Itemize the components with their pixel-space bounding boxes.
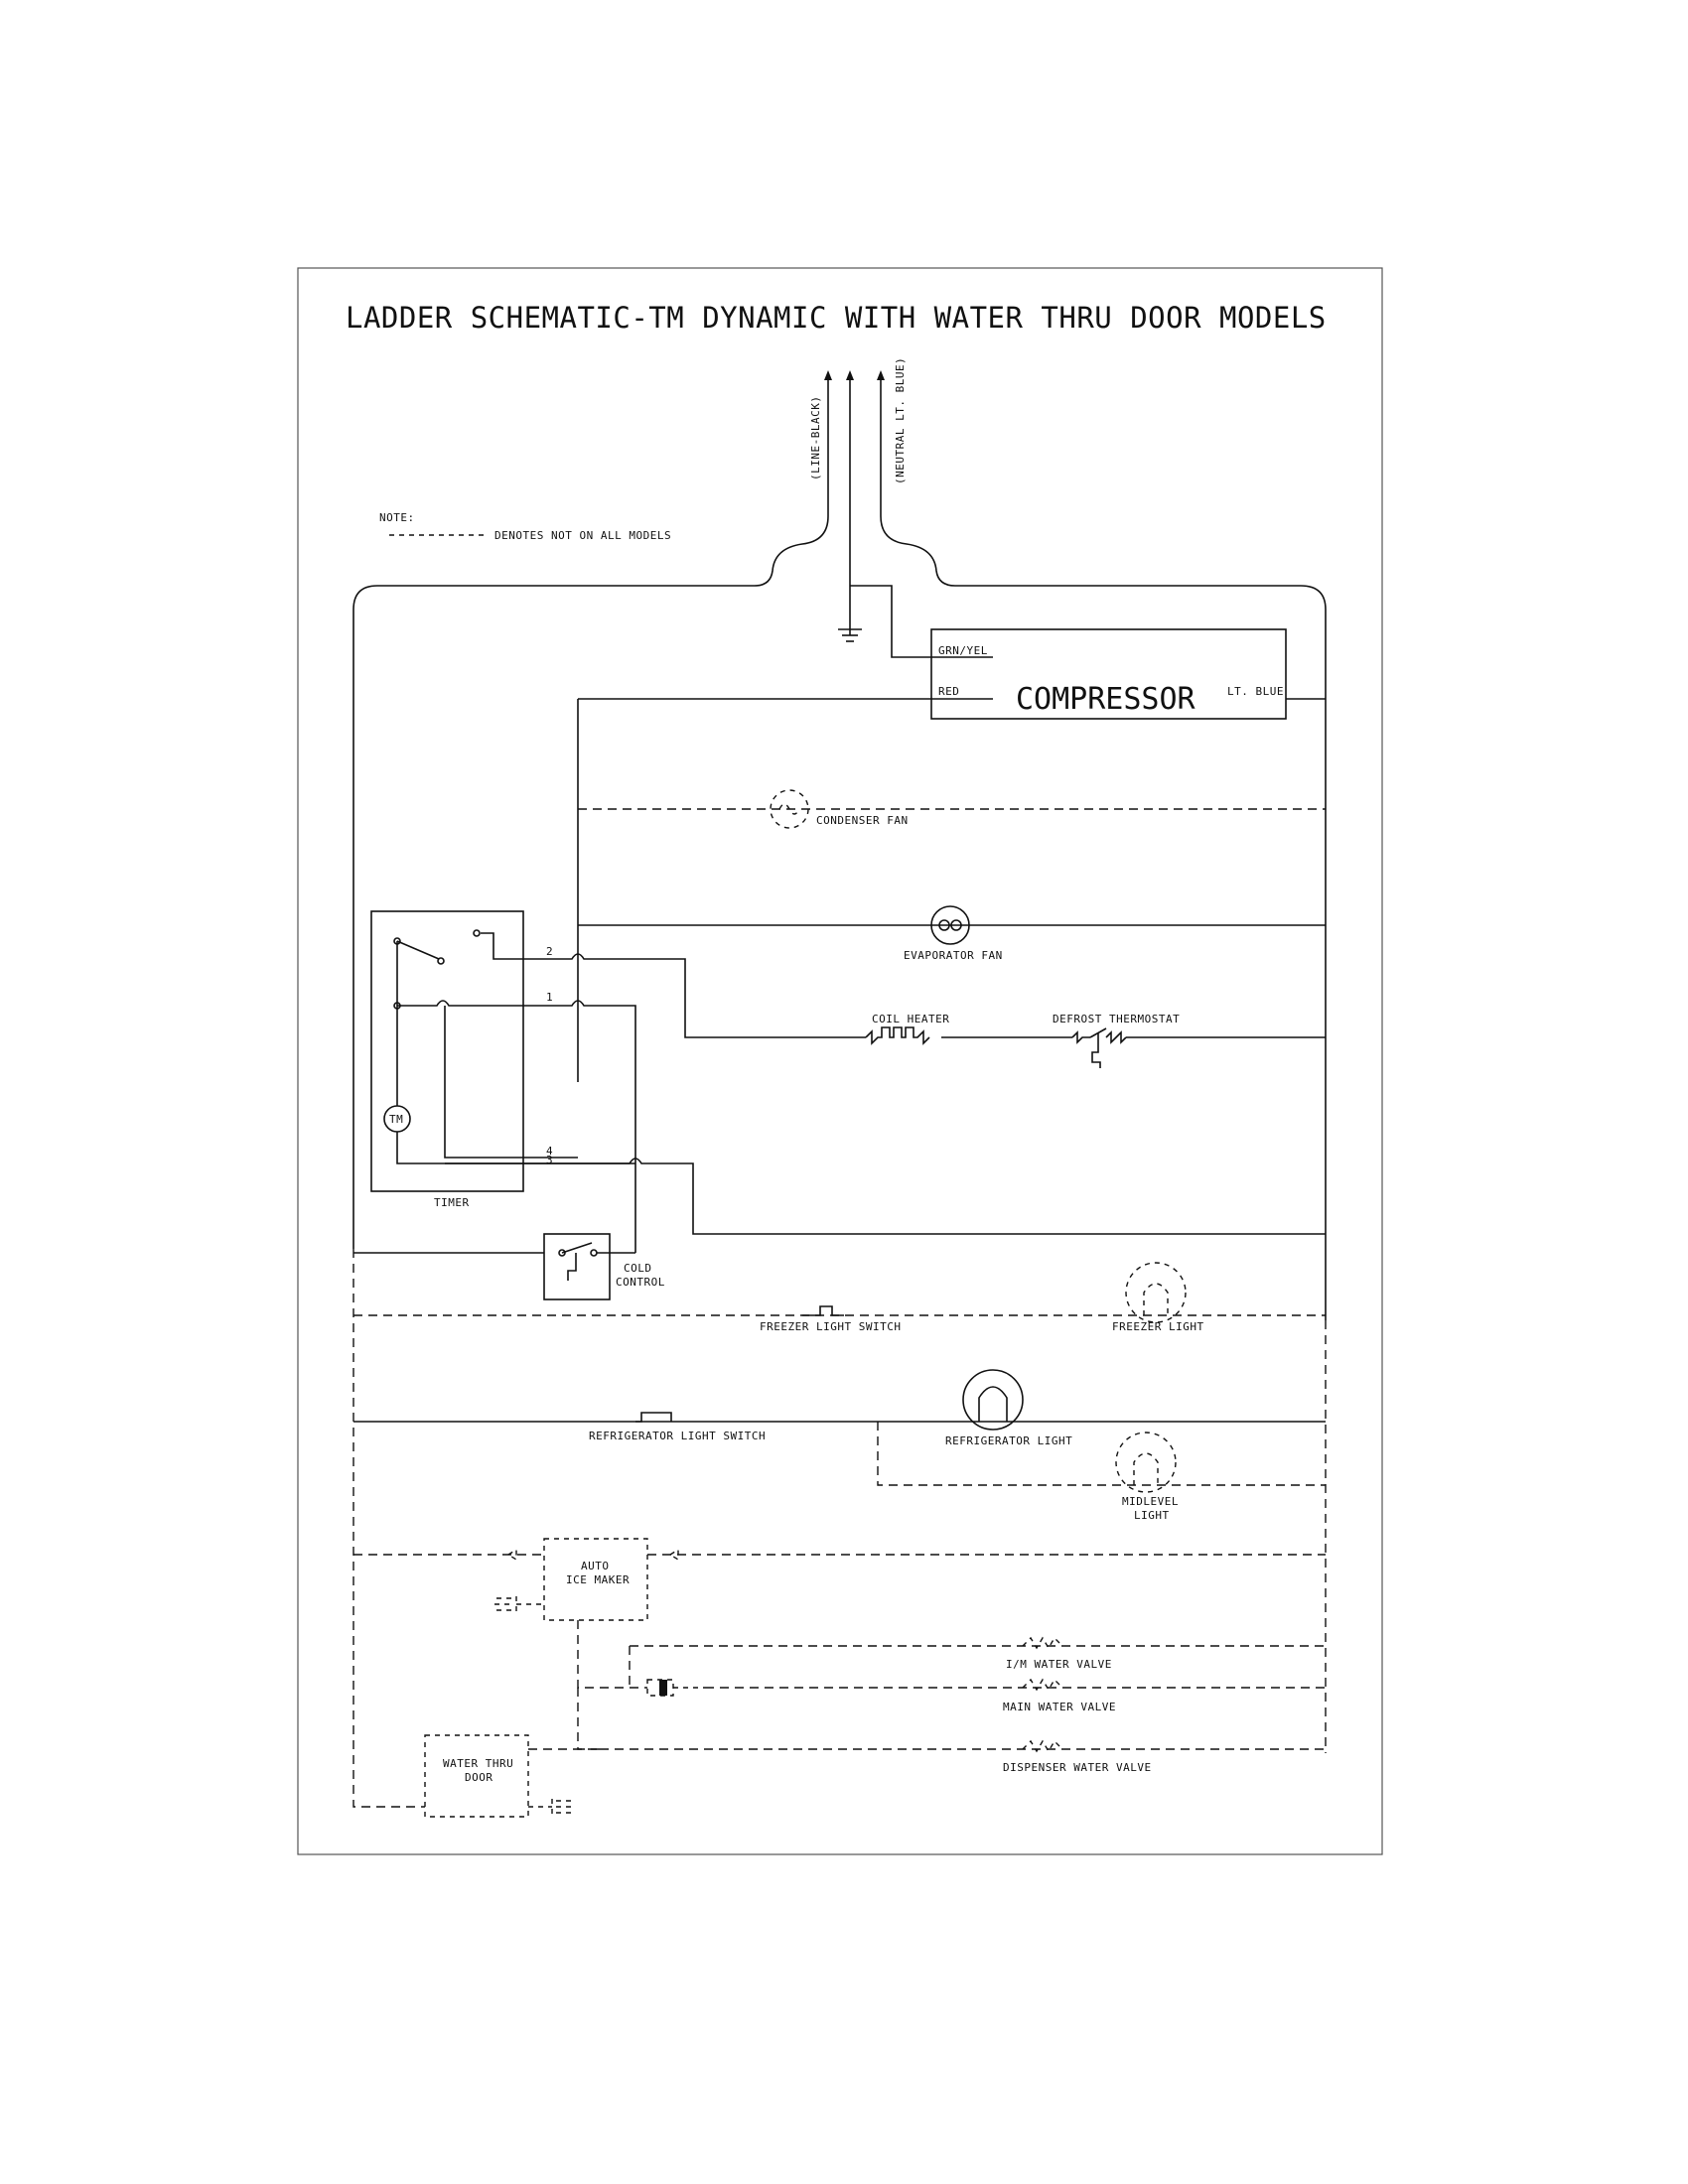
im-water-valve-label: I/M WATER VALVE: [1006, 1658, 1112, 1671]
midlevel-light-icon: [1115, 1432, 1177, 1493]
im-water-valve-icon: [1022, 1636, 1063, 1650]
evaporator-fan-label: EVAPORATOR FAN: [904, 949, 1003, 962]
water-thru-door: [424, 1734, 529, 1818]
midlevel-light-label-2: LIGHT: [1134, 1509, 1170, 1522]
wire-lt-blue-label: LT. BLUE: [1227, 685, 1284, 698]
freezer-light-switch-icon: [802, 1305, 844, 1316]
note-text: DENOTES NOT ON ALL MODELS: [494, 529, 671, 542]
timer-motor-label: TM: [389, 1113, 403, 1126]
neutral-rail: [880, 515, 1327, 1320]
ground-wire: [850, 585, 993, 658]
timer: TM: [370, 910, 635, 1192]
evaporator-fan-icon: [930, 905, 970, 945]
freezer-light-icon: [1125, 1262, 1187, 1323]
auto-ice-maker: [543, 1538, 648, 1621]
terminal-3: 3: [546, 1154, 553, 1166]
refrigerator-light-switch-label: REFRIGERATOR LIGHT SWITCH: [589, 1430, 766, 1442]
midlevel-light-label-1: MIDLEVEL: [1122, 1495, 1179, 1508]
auto-ice-maker-label-2: ICE MAKER: [566, 1573, 630, 1586]
freezer-light-switch-label: FREEZER LIGHT SWITCH: [760, 1320, 901, 1333]
dispenser-water-valve-label: DISPENSER WATER VALVE: [1003, 1761, 1152, 1774]
line-black-label: (LINE-BLACK): [809, 396, 822, 480]
coil-heater-label: COIL HEATER: [872, 1013, 949, 1025]
wire-grn-yel-label: GRN/YEL: [938, 644, 988, 657]
compressor: COMPRESSOR GRN/YEL RED LT. BLUE: [930, 628, 1287, 720]
defrost-thermostat-label: DEFROST THERMOSTAT: [1053, 1013, 1180, 1025]
ground-icon: [838, 628, 862, 642]
water-thru-door-label-2: DOOR: [465, 1771, 493, 1784]
timer-label: TIMER: [434, 1196, 470, 1209]
coil-heater-icon: [865, 1026, 930, 1045]
dispenser-water-valve-icon: [1022, 1739, 1063, 1753]
wire-red-label: RED: [938, 685, 959, 698]
page-frame: [297, 267, 1383, 1855]
terminal-4: 4: [546, 1145, 553, 1158]
refrigerator-light-icon: [962, 1369, 1024, 1431]
line-rail-dashed: [352, 1249, 425, 1808]
door-connector-icon: [528, 1799, 572, 1815]
cold-control-label-2: CONTROL: [616, 1276, 665, 1289]
defrost-thermostat-icon: [1071, 1027, 1127, 1068]
refrigerator-light-label: REFRIGERATOR LIGHT: [945, 1434, 1072, 1447]
main-water-valve-label: MAIN WATER VALVE: [1003, 1701, 1116, 1713]
connector-icon: [494, 1548, 679, 1612]
compressor-label: COMPRESSOR: [1016, 682, 1196, 717]
cold-control-label-1: COLD: [624, 1262, 652, 1275]
terminal-2: 2: [546, 945, 553, 958]
auto-ice-maker-label-1: AUTO: [581, 1560, 610, 1572]
line-rail: [352, 515, 829, 1249]
note-heading: NOTE:: [379, 511, 415, 524]
cold-control: [543, 1233, 635, 1300]
terminal-1: 1: [546, 991, 553, 1004]
water-valve-connector-icon: [646, 1679, 705, 1697]
neutral-label: (NEUTRAL LT. BLUE): [894, 357, 907, 484]
condenser-fan-icon: [770, 789, 809, 829]
refrigerator-light-switch-icon: [635, 1412, 672, 1423]
freezer-light-label: FREEZER LIGHT: [1112, 1320, 1204, 1333]
condenser-fan-label: CONDENSER FAN: [816, 814, 909, 827]
schematic-title: LADDER SCHEMATIC-TM DYNAMIC WITH WATER T…: [346, 301, 1327, 335]
main-water-valve-icon: [1022, 1678, 1063, 1692]
power-supply: (LINE-BLACK) (NEUTRAL LT. BLUE): [809, 357, 907, 635]
water-thru-door-label-1: WATER THRU: [443, 1757, 513, 1770]
